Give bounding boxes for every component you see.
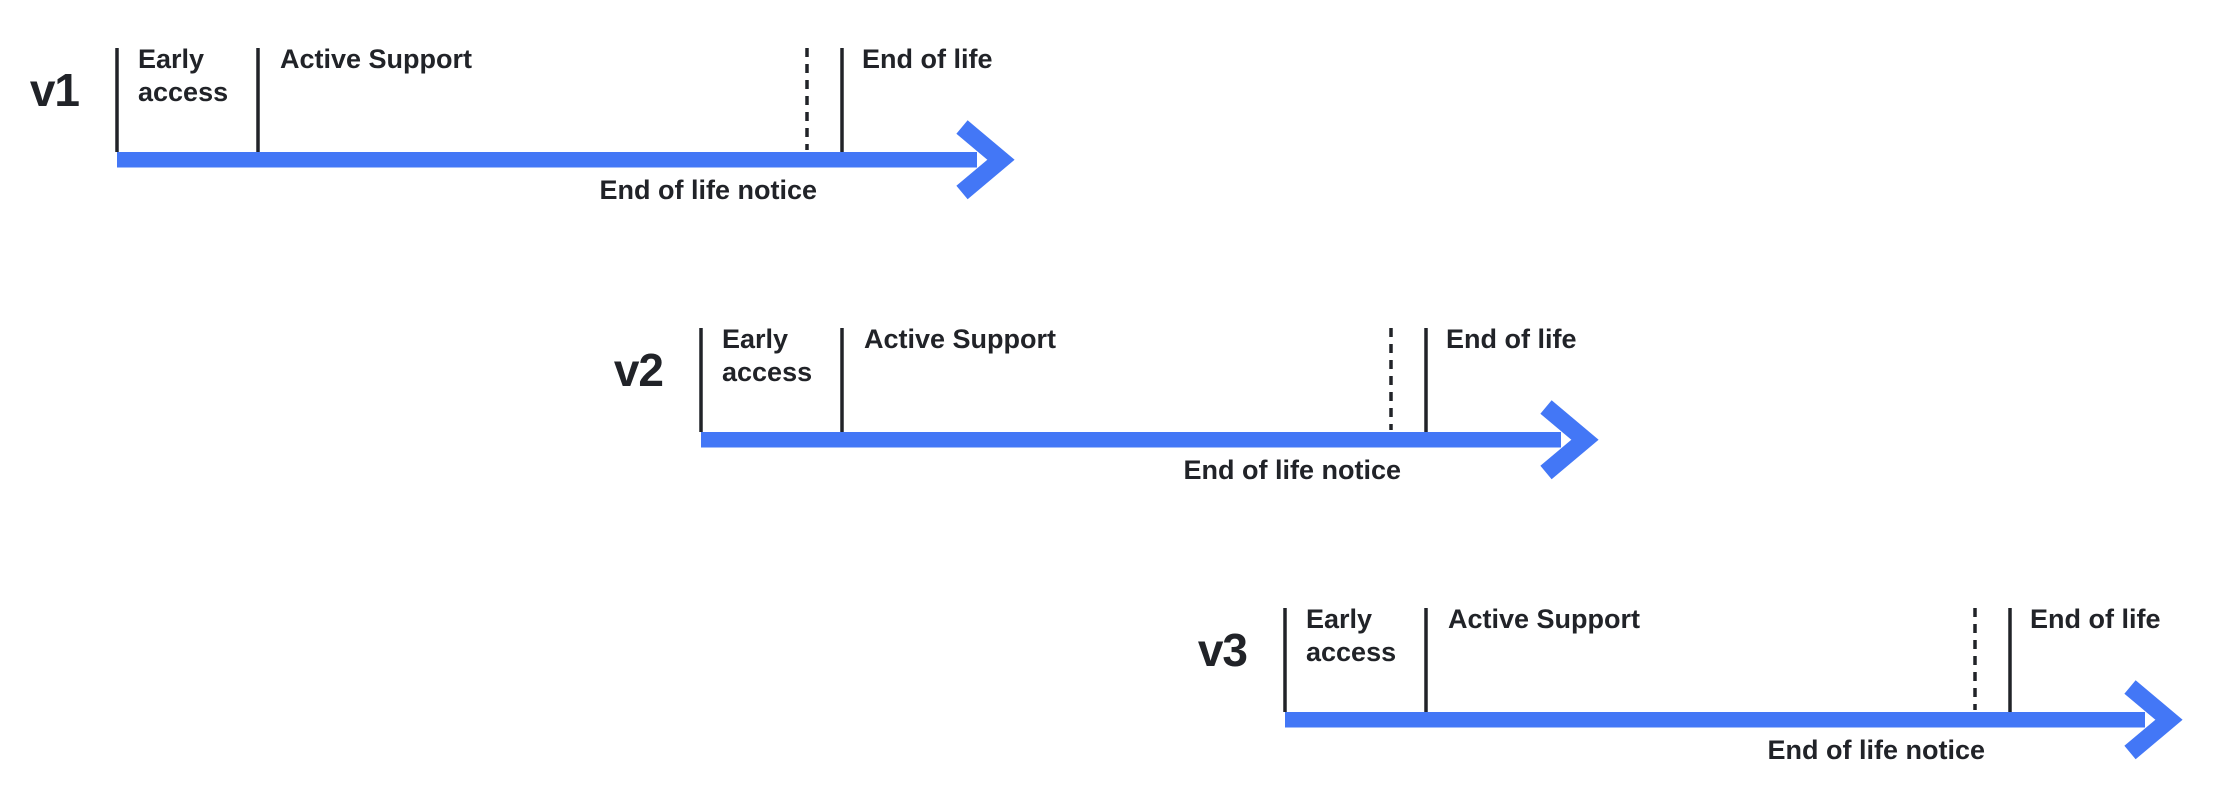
end-of-life-notice-label: End of life notice (599, 175, 817, 205)
version-label: v3 (1197, 624, 1248, 676)
timeline-v3-graphic (1283, 608, 2183, 760)
timeline-v1-graphic (115, 48, 1015, 200)
early-access-start-tick (1283, 608, 1287, 712)
end-of-life-notice-label: End of life notice (1183, 455, 1401, 485)
end-of-life-tick (1424, 328, 1428, 432)
active-support-label: Active Support (1448, 604, 1641, 634)
early-access-label: Early access (722, 324, 813, 387)
timeline-arrow-head (1540, 400, 1599, 480)
early-access-start-tick (699, 328, 703, 432)
end-of-life-tick (840, 48, 844, 152)
active-support-start-tick (1424, 608, 1428, 712)
version-label: v1 (29, 64, 80, 116)
early-access-start-tick (115, 48, 119, 152)
early-access-label: Early access (138, 44, 229, 107)
timeline-arrow-shaft (701, 432, 1561, 448)
active-support-label: Active Support (864, 324, 1057, 354)
timeline-arrow-head (956, 120, 1015, 200)
active-support-label: Active Support (280, 44, 473, 74)
end-of-life-label: End of life (862, 44, 993, 74)
timeline-arrow-shaft (117, 152, 977, 168)
end-of-life-label: End of life (2030, 604, 2161, 634)
end-of-life-tick (2008, 608, 2012, 712)
version-label: v2 (613, 344, 664, 396)
early-access-label: Early access (1306, 604, 1397, 667)
timeline-v2-graphic (699, 328, 1599, 480)
end-of-life-notice-label: End of life notice (1767, 735, 1985, 765)
timeline-arrow-head (2124, 680, 2183, 760)
end-of-life-label: End of life (1446, 324, 1577, 354)
active-support-start-tick (840, 328, 844, 432)
active-support-start-tick (256, 48, 260, 152)
timeline-arrow-shaft (1285, 712, 2145, 728)
